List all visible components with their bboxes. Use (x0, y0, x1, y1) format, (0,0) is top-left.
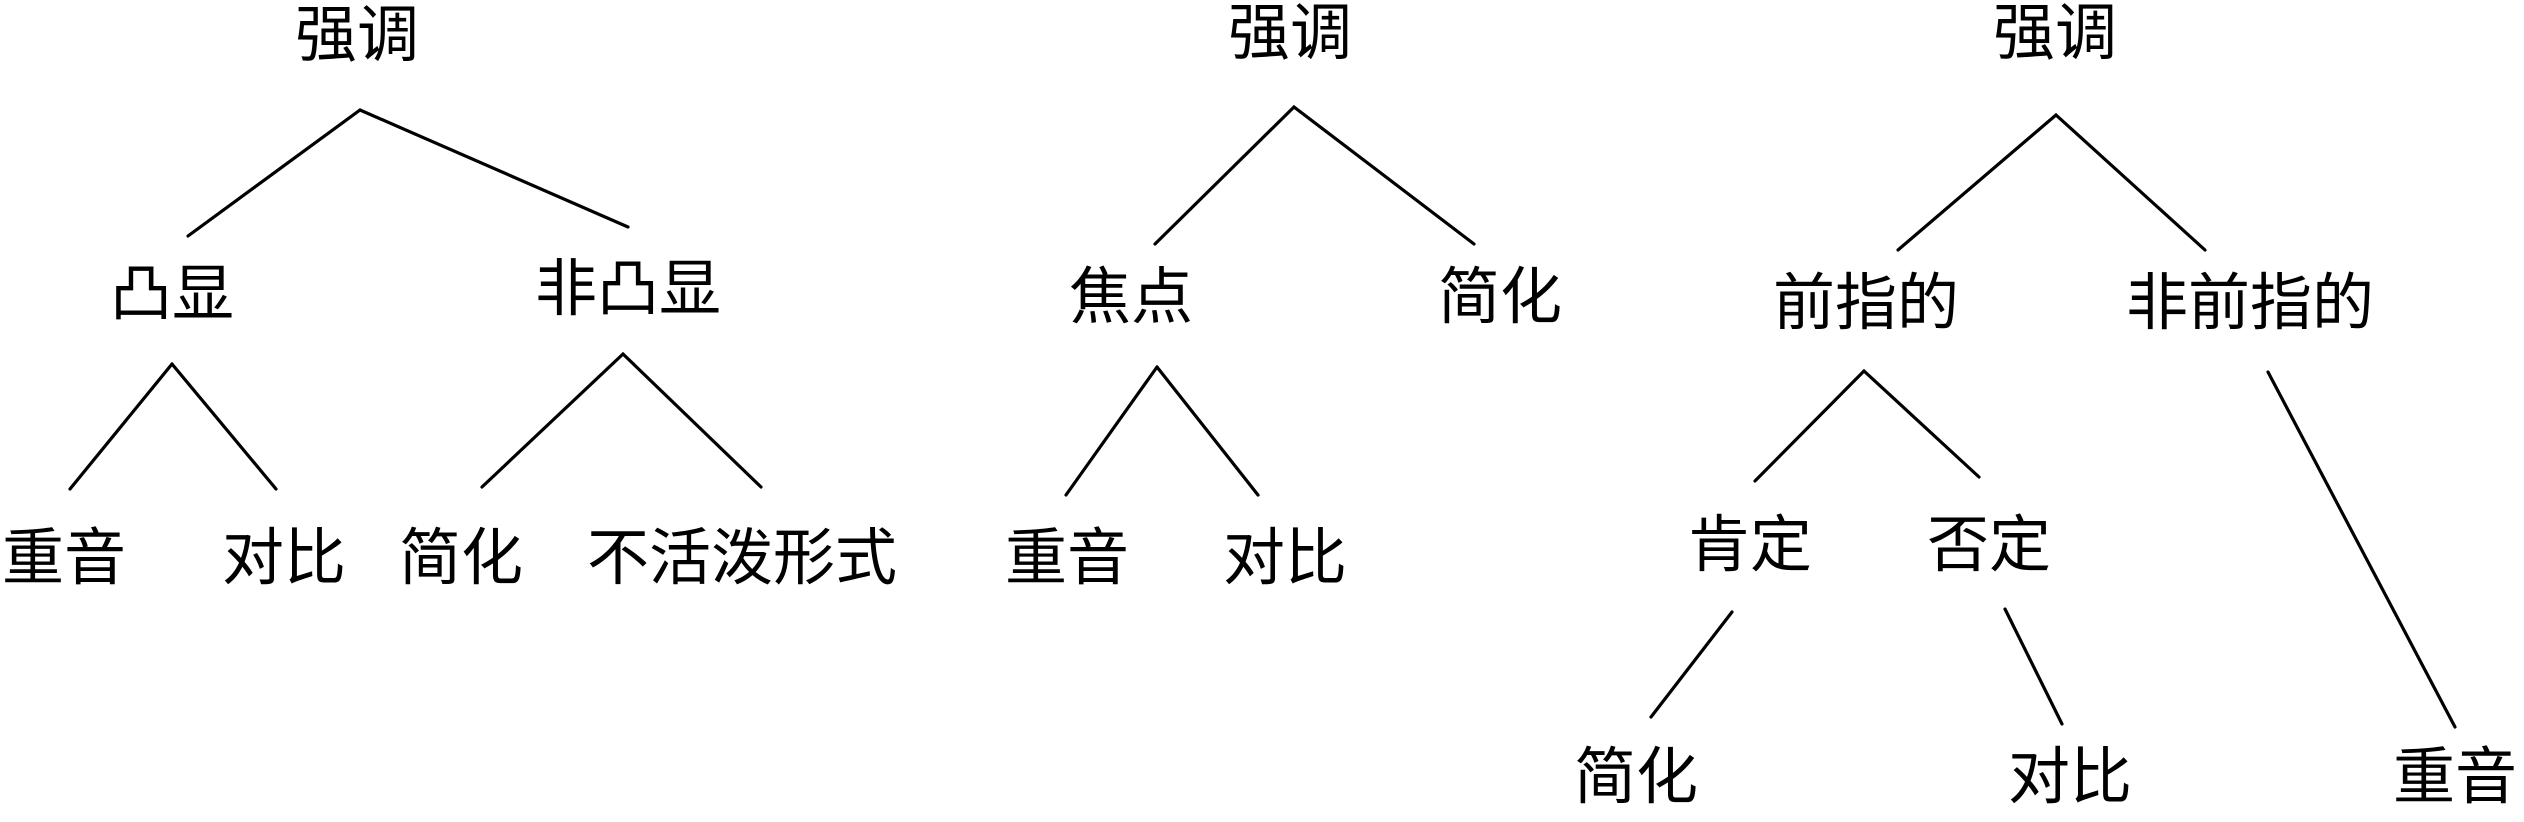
edge-t3-left-a (1753, 369, 1866, 483)
t1-node-prominent: 凸显 (110, 257, 234, 330)
edge-t3-left-b (1862, 369, 1981, 479)
edge-t3-root-right (2054, 113, 2207, 252)
edge-t1-root-right (358, 108, 630, 229)
t1-node-nonprominent: 非凸显 (535, 252, 721, 325)
edge-t3-right-a (2266, 370, 2457, 729)
edge-t1-root-left (186, 108, 362, 238)
t1-leaf-inactive-form: 不活泼形式 (587, 521, 897, 594)
t2-leaf-contrast: 对比 (1223, 521, 1347, 594)
edge-t2-left-a (1064, 365, 1159, 497)
edge-t1-left-a (68, 362, 174, 491)
edge-t3-root-left (1896, 113, 2058, 252)
t3-node-anaphoric: 前指的 (1773, 266, 1959, 339)
tree-1: 强调 凸显 非凸显 重音 对比 简化 不活泼形式 (2, 0, 897, 594)
t2-node-reduction: 简化 (1438, 260, 1562, 333)
t1-root-label: 强调 (295, 0, 419, 71)
tree-3: 强调 前指的 非前指的 肯定 否定 简化 对比 重音 (1574, 0, 2517, 813)
t2-leaf-stress: 重音 (1005, 521, 1129, 594)
edge-t2-root-right (1292, 105, 1476, 246)
t3-root-label: 强调 (1993, 0, 2117, 69)
edge-t1-left-b (170, 362, 278, 491)
edge-t2-left-b (1155, 365, 1260, 497)
t1-leaf-stress: 重音 (2, 521, 126, 594)
edge-t3-negate-child (2003, 607, 2064, 726)
t3-node-negative: 否定 (1927, 508, 2051, 581)
tree-2: 强调 焦点 简化 重音 对比 (1005, 0, 1562, 594)
t3-node-nonanaphoric: 非前指的 (2126, 266, 2374, 339)
edge-t2-root-left (1153, 105, 1296, 246)
t3-leaf-reduction: 简化 (1574, 740, 1698, 813)
t1-leaf-reduction: 简化 (399, 521, 523, 594)
t3-node-affirmative: 肯定 (1688, 508, 1812, 581)
edge-t1-right-b (621, 352, 763, 489)
t1-leaf-contrast: 对比 (222, 521, 346, 594)
t2-root-label: 强调 (1228, 0, 1352, 69)
t3-leaf-contrast: 对比 (2008, 740, 2132, 813)
edge-t1-right-a (480, 352, 625, 489)
edge-t3-affirm-child (1649, 610, 1734, 719)
t2-node-focus: 焦点 (1069, 260, 1193, 333)
t3-leaf-stress: 重音 (2393, 740, 2517, 813)
